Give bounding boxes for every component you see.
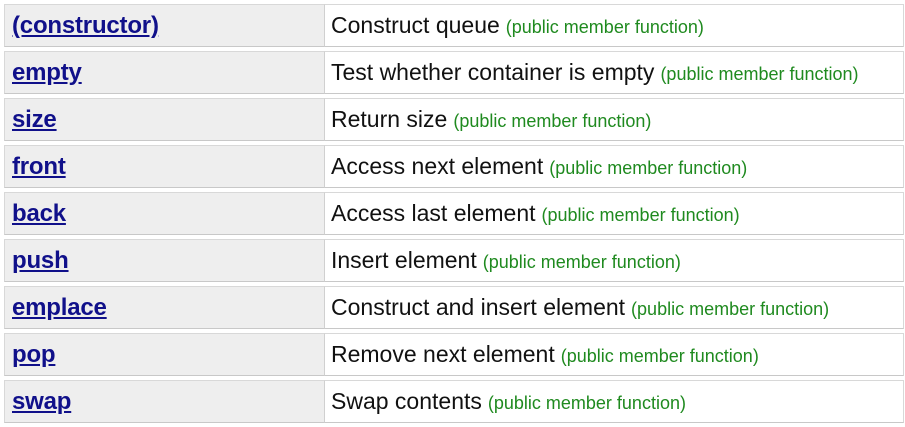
member-description: Construct queue [331, 12, 500, 38]
member-description-cell: Construct queue(public member function) [325, 4, 904, 47]
table-row: swap Swap contents(public member functio… [4, 380, 904, 423]
member-name-cell: push [4, 239, 325, 282]
member-link-back[interactable]: back [12, 199, 66, 227]
member-link-constructor[interactable]: (constructor) [12, 11, 159, 39]
member-link-emplace[interactable]: emplace [12, 293, 107, 321]
member-functions-body: (constructor) Construct queue(public mem… [4, 4, 904, 423]
member-description: Access next element [331, 153, 544, 179]
member-description-cell: Insert element(public member function) [325, 239, 904, 282]
member-kind-note: (public member function) [541, 205, 740, 225]
member-link-pop[interactable]: pop [12, 340, 56, 368]
table-row: pop Remove next element(public member fu… [4, 333, 904, 376]
member-link-size[interactable]: size [12, 105, 57, 133]
member-link-empty[interactable]: empty [12, 58, 82, 86]
member-description: Remove next element [331, 341, 555, 367]
member-kind-note: (public member function) [487, 393, 686, 413]
member-description-cell: Access next element(public member functi… [325, 145, 904, 188]
member-kind-note: (public member function) [505, 17, 704, 37]
table-row: back Access last element(public member f… [4, 192, 904, 235]
member-description: Access last element [331, 200, 536, 226]
member-kind-note: (public member function) [549, 158, 748, 178]
member-description: Insert element [331, 247, 477, 273]
member-link-front[interactable]: front [12, 152, 66, 180]
table-row: size Return size(public member function) [4, 98, 904, 141]
member-description: Swap contents [331, 388, 482, 414]
member-description-cell: Test whether container is empty(public m… [325, 51, 904, 94]
table-row: emplace Construct and insert element(pub… [4, 286, 904, 329]
member-name-cell: swap [4, 380, 325, 423]
member-description: Test whether container is empty [331, 59, 655, 85]
member-description-cell: Access last element(public member functi… [325, 192, 904, 235]
member-functions-table: (constructor) Construct queue(public mem… [4, 0, 904, 427]
table-row: (constructor) Construct queue(public mem… [4, 4, 904, 47]
member-description-cell: Remove next element(public member functi… [325, 333, 904, 376]
table-row: push Insert element(public member functi… [4, 239, 904, 282]
member-kind-note: (public member function) [660, 64, 859, 84]
member-kind-note: (public member function) [482, 252, 681, 272]
member-name-cell: back [4, 192, 325, 235]
member-description: Return size [331, 106, 448, 132]
member-name-cell: pop [4, 333, 325, 376]
member-link-push[interactable]: push [12, 246, 69, 274]
member-kind-note: (public member function) [631, 299, 830, 319]
member-name-cell: (constructor) [4, 4, 325, 47]
table-row: empty Test whether container is empty(pu… [4, 51, 904, 94]
member-name-cell: front [4, 145, 325, 188]
member-description-cell: Construct and insert element(public memb… [325, 286, 904, 329]
member-name-cell: size [4, 98, 325, 141]
member-name-cell: empty [4, 51, 325, 94]
member-description: Construct and insert element [331, 294, 626, 320]
member-name-cell: emplace [4, 286, 325, 329]
member-kind-note: (public member function) [560, 346, 759, 366]
member-kind-note: (public member function) [453, 111, 652, 131]
table-row: front Access next element(public member … [4, 145, 904, 188]
member-link-swap[interactable]: swap [12, 387, 72, 415]
member-description-cell: Swap contents(public member function) [325, 380, 904, 423]
member-description-cell: Return size(public member function) [325, 98, 904, 141]
